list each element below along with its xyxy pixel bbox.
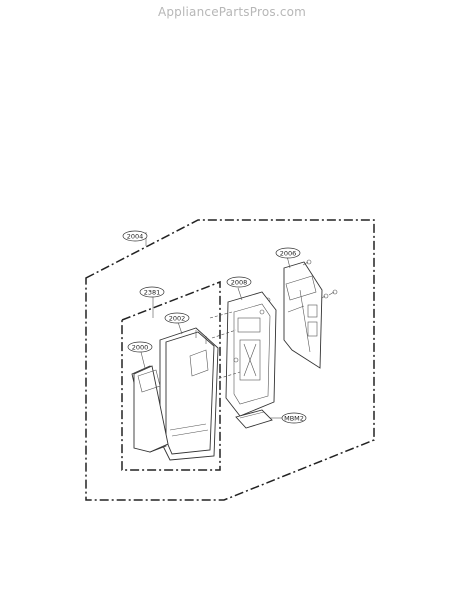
part-2000-front-panel [131, 365, 169, 453]
guide-line [209, 311, 233, 319]
callout-2381: 2381 [139, 286, 165, 298]
part-2002-housing [159, 327, 219, 461]
callout-2000-text: 2000 [132, 344, 149, 352]
callout-2002: 2002 [164, 312, 190, 324]
callout-2002-text: 2002 [169, 315, 186, 323]
callout-MBM2: MBM2 [281, 412, 307, 424]
part-MBM2 [235, 409, 273, 429]
site-watermark: AppliancePartsPros.com [157, 5, 307, 19]
part-2006-board [283, 261, 323, 369]
callout-2381-text: 2381 [144, 289, 161, 297]
callout-2004-text: 2004 [127, 233, 144, 241]
assembly-boundary-2381 [121, 280, 221, 471]
callout-2006-text: 2006 [280, 250, 297, 258]
guide-line [213, 371, 241, 381]
callout-2000: 2000 [127, 341, 153, 353]
part-2008-frame [225, 291, 277, 417]
callout-2008: 2008 [226, 276, 252, 288]
callout-2004: 2004 [122, 230, 148, 242]
guide-line [211, 329, 237, 339]
callout-MBM2-text: MBM2 [284, 415, 304, 423]
callout-2006: 2006 [275, 247, 301, 259]
callout-2008-text: 2008 [231, 279, 248, 287]
assembly-boundary-2004 [85, 219, 375, 501]
